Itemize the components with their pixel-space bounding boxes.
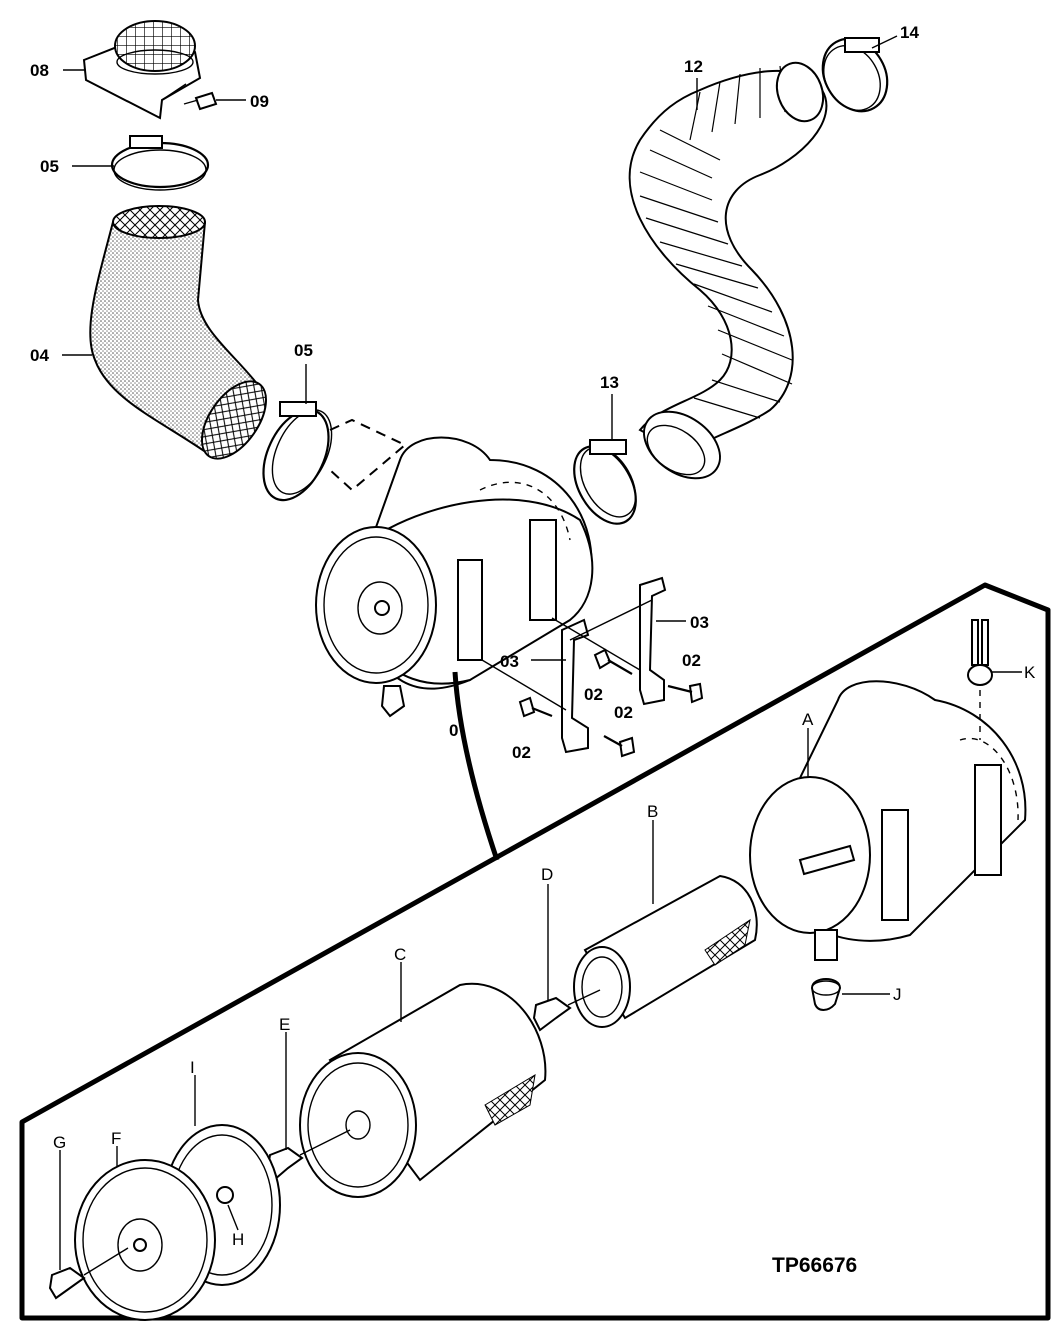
callout-03-left: 03 xyxy=(500,652,519,671)
callout-05-lower: 05 xyxy=(294,341,313,360)
part-05-clamp-lower xyxy=(262,401,333,502)
label-E: E xyxy=(279,1015,290,1034)
callout-05-upper: 05 xyxy=(40,157,59,176)
inset-frame xyxy=(19,582,1051,1321)
part-B-safety-element xyxy=(573,874,758,1028)
label-J: J xyxy=(893,985,902,1004)
part-09-screw xyxy=(183,91,218,111)
callout-09: 09 xyxy=(250,92,269,111)
callout-08: 08 xyxy=(30,61,49,80)
callout-13: 13 xyxy=(600,373,619,392)
label-I: I xyxy=(190,1058,195,1077)
label-G: G xyxy=(53,1133,66,1152)
part-02-screw-d xyxy=(603,735,636,758)
callout-02-middle: 02 xyxy=(584,685,603,704)
label-F: F xyxy=(111,1129,121,1148)
label-D: D xyxy=(541,865,553,884)
part-D-wing-nut xyxy=(532,996,572,1032)
part-12-corrugated-hose xyxy=(628,61,828,480)
part-04-elbow-hose xyxy=(89,205,267,460)
part-02-screw-c xyxy=(518,696,553,718)
part-03-bracket-left xyxy=(561,618,590,754)
figure-id: TP66676 xyxy=(772,1254,857,1277)
label-C: C xyxy=(394,945,406,964)
callout-0: 0 xyxy=(449,721,458,740)
callout-04: 04 xyxy=(30,346,49,365)
part-13-clamp xyxy=(573,439,637,525)
part-A-housing xyxy=(749,680,1027,961)
leader-lines xyxy=(59,35,1022,1276)
part-14-clamp xyxy=(821,37,889,113)
callout-12: 12 xyxy=(684,57,703,76)
part-J-valve xyxy=(810,978,842,1011)
part-03-bracket-right xyxy=(639,576,667,706)
callout-14: 14 xyxy=(900,23,919,42)
label-A: A xyxy=(802,710,814,729)
callout-02-left: 02 xyxy=(512,743,531,762)
part-G-wing-nut xyxy=(48,1266,86,1300)
label-K: K xyxy=(1024,663,1036,682)
part-F-end-cap xyxy=(74,1159,216,1321)
callout-02-right: 02 xyxy=(682,651,701,670)
label-H: H xyxy=(232,1230,244,1249)
part-02-screw-a xyxy=(593,648,633,675)
callout-02-lower-right: 02 xyxy=(614,703,633,722)
callout-03-right: 03 xyxy=(690,613,709,632)
air-cleaner-assembly xyxy=(315,436,594,718)
part-C-primary-element xyxy=(299,982,547,1198)
label-B: B xyxy=(647,802,658,821)
part-08-screen-bracket xyxy=(82,20,202,120)
part-K-restriction-indicator xyxy=(967,619,993,740)
part-05-clamp-top xyxy=(110,135,210,191)
part-02-screw-b xyxy=(667,682,704,704)
